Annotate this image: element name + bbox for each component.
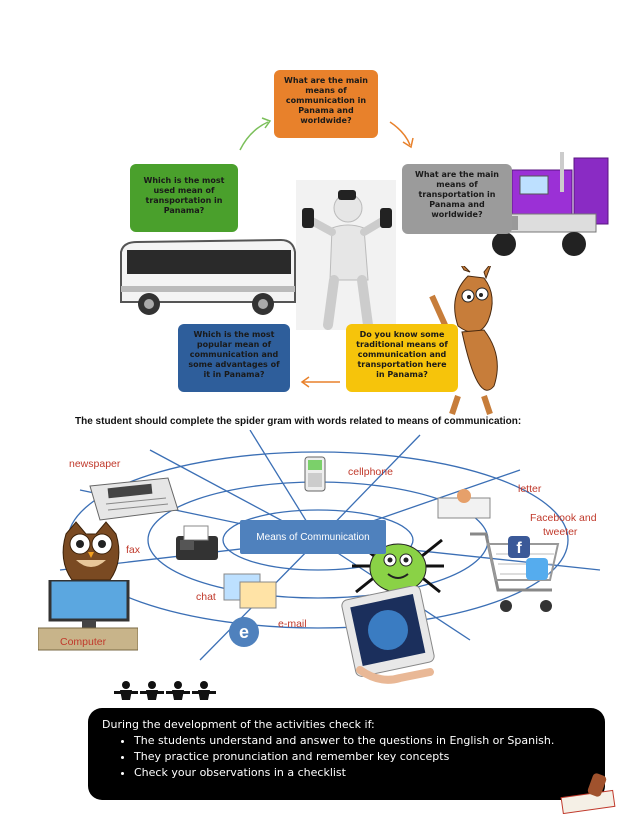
question-box-right: What are the main means of transportatio… (402, 164, 512, 234)
word-letter: letter (518, 483, 542, 495)
stamp-icon (560, 773, 616, 814)
note-heading: During the development of the activities… (102, 718, 375, 731)
word-computer: Computer (60, 636, 107, 648)
person-phones-icon (296, 180, 396, 330)
question-box-bottom-left: Which is the most popular mean of commun… (178, 324, 290, 392)
fax-icon (176, 525, 218, 560)
teacher-note-box: During the development of the activities… (88, 708, 605, 800)
cart-icon: f (470, 532, 560, 612)
letter-icon (437, 489, 491, 519)
svg-text:e: e (239, 622, 249, 642)
note-item: They practice pronunciation and remember… (134, 750, 591, 763)
question-box-left: Which is the most used mean of transport… (130, 164, 238, 232)
newspaper-icon (89, 477, 179, 521)
word-email: e-mail (278, 618, 307, 630)
word-facebook: Facebook and (530, 512, 597, 524)
spider-center-label: Means of Communication (240, 520, 386, 554)
question-box-bottom-right: Do you know some traditional means of co… (346, 324, 458, 392)
question-box-top: What are the main means of communication… (274, 70, 378, 138)
word-cellphone: cellphone (348, 466, 393, 478)
tablet-icon (341, 586, 435, 684)
word-tweeter: tweeter (543, 526, 578, 538)
bus-icon (120, 238, 296, 315)
instruction-text: The student should complete the spider g… (75, 416, 522, 427)
note-item: Check your observations in a checklist (134, 766, 591, 779)
kids-chain-icon (114, 681, 216, 700)
word-newspaper: newspaper (69, 458, 121, 470)
svg-text:f: f (516, 540, 522, 557)
note-list: The students understand and answer to th… (102, 734, 591, 779)
cellphone-icon (304, 456, 326, 492)
owl-icon (62, 521, 120, 581)
email-icon: e (229, 617, 259, 647)
arrow-icon (389, 121, 411, 146)
computer-icon (38, 580, 138, 651)
horse-icon (429, 266, 498, 415)
word-chat: chat (196, 591, 216, 603)
note-item: The students understand and answer to th… (134, 734, 591, 747)
cycle-arrows (239, 117, 414, 388)
word-fax: fax (126, 544, 141, 556)
arrow-icon (239, 121, 269, 151)
chat-icon (223, 573, 277, 609)
